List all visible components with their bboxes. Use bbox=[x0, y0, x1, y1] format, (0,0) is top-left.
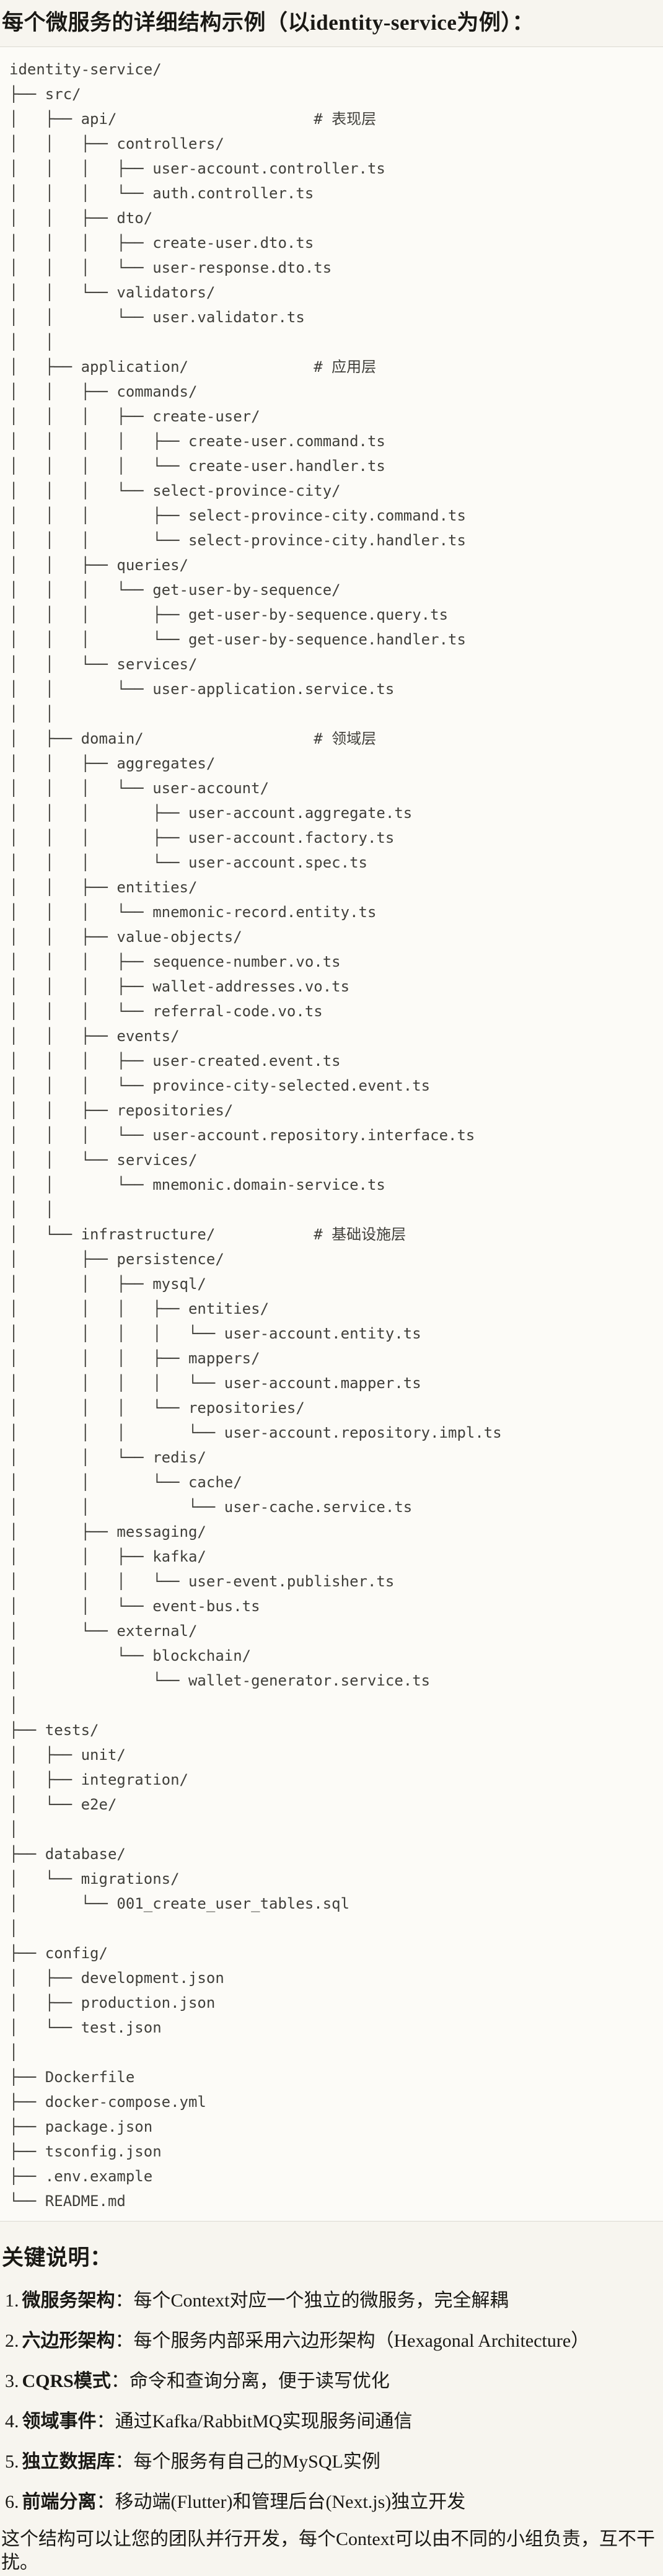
note-item-microservice: 1.微服务架构：每个Context对应一个独立的微服务，完全解耦 bbox=[5, 2289, 661, 2313]
note-number: 6. bbox=[5, 2492, 19, 2512]
note-term: 独立数据库 bbox=[22, 2451, 115, 2472]
note-term: 六边形架构 bbox=[22, 2331, 115, 2351]
note-term: 前端分离 bbox=[22, 2492, 97, 2512]
note-description: ：每个服务内部采用六边形架构（Hexagonal Architecture） bbox=[115, 2331, 590, 2351]
page-title: 每个微服务的详细结构示例（以identity-service为例）： bbox=[2, 11, 534, 35]
notes-list: 1.微服务架构：每个Context对应一个独立的微服务，完全解耦 2.六边形架构… bbox=[5, 2289, 661, 2514]
note-description: ：每个Context对应一个独立的微服务，完全解耦 bbox=[115, 2290, 509, 2311]
note-term: CQRS模式 bbox=[22, 2371, 111, 2391]
note-description: ：通过Kafka/RabbitMQ实现服务间通信 bbox=[96, 2411, 413, 2432]
note-item-frontend-separation: 6.前端分离：移动端(Flutter)和管理后台(Next.js)独立开发 bbox=[5, 2490, 661, 2514]
note-description: ：每个服务有自己的MySQL实例 bbox=[115, 2451, 380, 2472]
note-item-hexagonal: 2.六边形架构：每个服务内部采用六边形架构（Hexagonal Architec… bbox=[5, 2329, 661, 2353]
note-description: ：移动端(Flutter)和管理后台(Next.js)独立开发 bbox=[96, 2492, 466, 2512]
directory-tree-code-block: identity-service/ ├── src/ │ ├── api/ # … bbox=[0, 46, 663, 2222]
note-number: 1. bbox=[5, 2290, 19, 2311]
note-number: 5. bbox=[5, 2451, 19, 2472]
closing-paragraph: 这个结构可以让您的团队并行开发，每个Context可以由不同的小组负责，互不干扰… bbox=[1, 2529, 655, 2573]
notes-section-title: 关键说明： bbox=[2, 2246, 112, 2270]
note-item-domain-events: 4.领域事件：通过Kafka/RabbitMQ实现服务间通信 bbox=[5, 2410, 661, 2433]
note-description: ：命令和查询分离，便于读写优化 bbox=[110, 2371, 390, 2391]
note-term: 领域事件 bbox=[22, 2411, 97, 2432]
note-item-independent-db: 5.独立数据库：每个服务有自己的MySQL实例 bbox=[5, 2450, 661, 2474]
note-item-cqrs: 3.CQRS模式：命令和查询分离，便于读写优化 bbox=[5, 2370, 661, 2393]
note-number: 2. bbox=[5, 2331, 19, 2351]
note-number: 4. bbox=[5, 2411, 19, 2432]
note-term: 微服务架构 bbox=[22, 2290, 115, 2311]
note-number: 3. bbox=[5, 2371, 19, 2391]
